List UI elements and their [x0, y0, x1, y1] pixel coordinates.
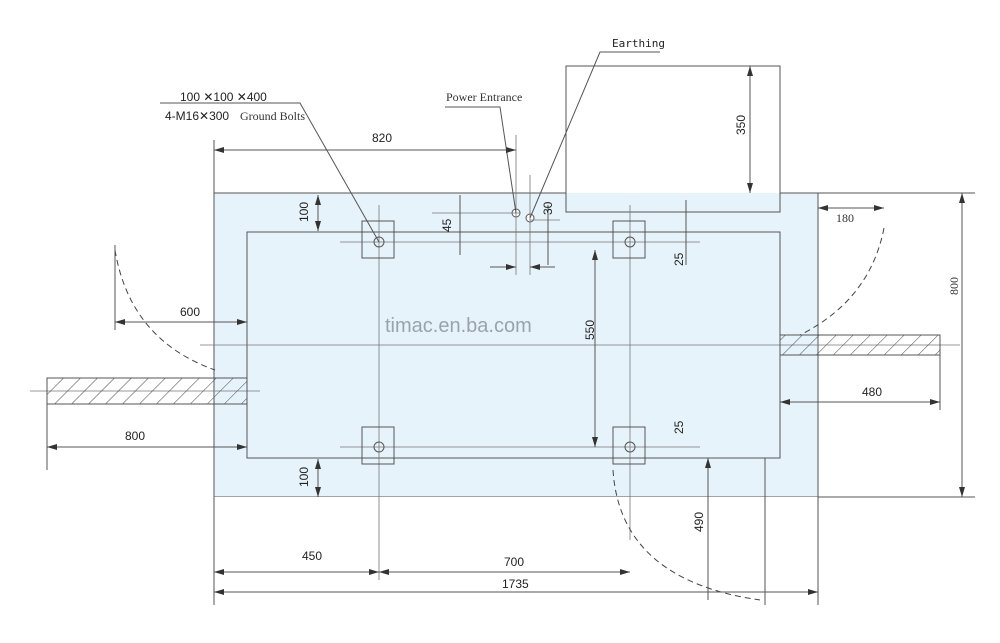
- earthing-label: Earthing: [612, 37, 665, 50]
- ground-bolts-label: Ground Bolts: [240, 109, 305, 123]
- dim-45: 45: [440, 218, 454, 232]
- bolt-spec-bottom: 4-M16✕300: [165, 109, 229, 123]
- ground-bolt: [361, 220, 395, 259]
- dim-800-right: 800: [947, 277, 961, 295]
- ground-bolt: [612, 220, 646, 259]
- dim-25-bottom: 25: [672, 420, 686, 434]
- left-shaft: [46, 377, 248, 405]
- dim-480: 480: [862, 385, 882, 399]
- top-right-box: [565, 65, 781, 213]
- dim-25-top: 25: [672, 252, 686, 266]
- dim-550: 550: [583, 320, 597, 340]
- ground-bolt: [361, 426, 395, 465]
- power-entrance-label: Power Entrance: [446, 90, 522, 104]
- dim-30: 30: [541, 201, 555, 215]
- dim-820: 820: [372, 131, 392, 145]
- bolt-spec-top: 100 ✕100 ✕400: [180, 90, 267, 104]
- dim-1735: 1735: [502, 577, 529, 591]
- ground-bolt: [612, 426, 646, 465]
- dim-180: 180: [836, 211, 854, 225]
- dim-100-top: 100: [297, 202, 311, 222]
- dim-350: 350: [734, 115, 748, 135]
- watermark: timac.en.ba.com: [385, 315, 532, 337]
- dim-490: 490: [692, 512, 706, 532]
- right-shaft: [779, 334, 941, 356]
- dim-600: 600: [180, 305, 200, 319]
- dim-800-left: 800: [125, 429, 145, 443]
- dim-100-bottom: 100: [297, 467, 311, 487]
- dim-700: 700: [504, 555, 524, 569]
- dim-450: 450: [302, 549, 322, 563]
